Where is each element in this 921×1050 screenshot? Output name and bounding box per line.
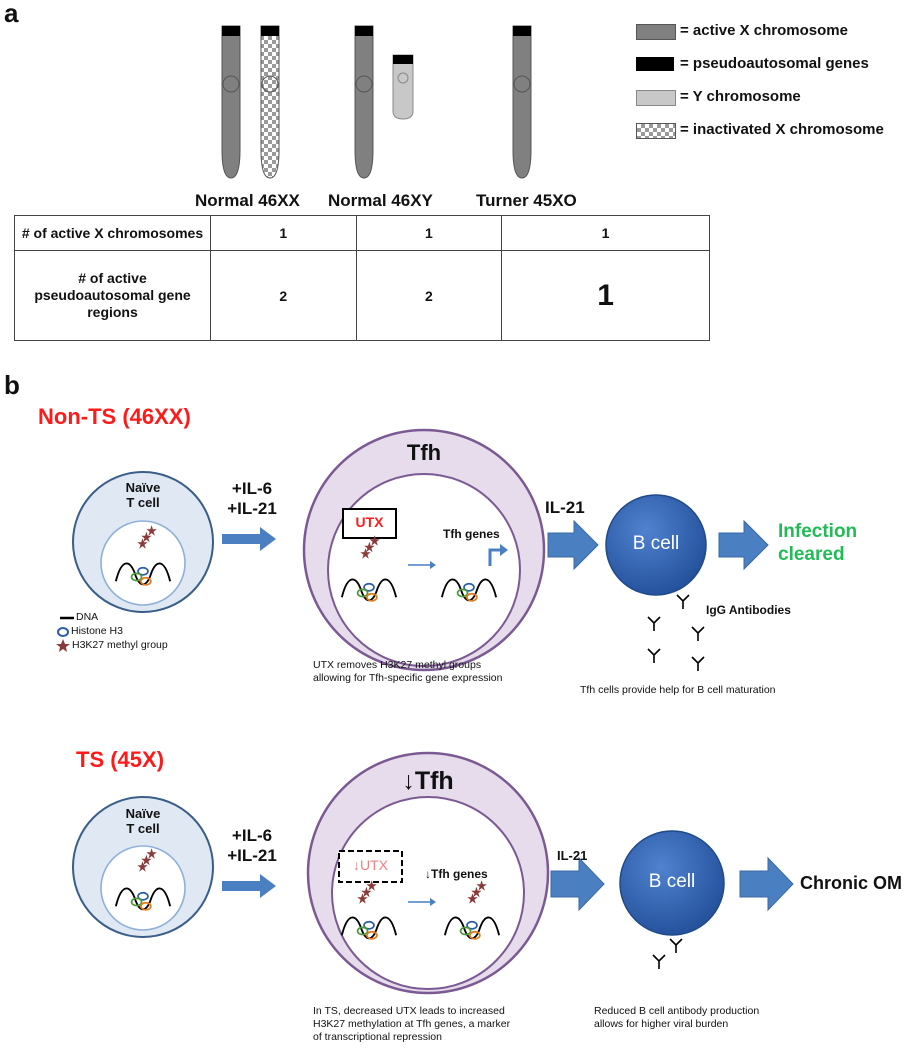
table-row: # of active X chromosomes 1 1 1 [14, 214, 710, 252]
nonts-title: Non-TS (46XX) [38, 404, 191, 429]
ts-outcome: Chronic OM [800, 873, 902, 893]
igg-antibodies-icons [647, 594, 705, 671]
nonts-igg-label: IgG Antibodies [706, 603, 791, 617]
arrow-tfh-to-bcell-nonts [547, 519, 599, 571]
ts-tfh-label: ↓Tfh [402, 767, 454, 795]
nonts-bcell-caption: Tfh cells provide help for B cell matura… [580, 684, 776, 696]
cell-46xy-par: 2 [355, 250, 503, 341]
arrow-naive-to-tfh-ts [222, 874, 276, 898]
tfh-cell-nonts [302, 428, 546, 672]
nonts-outcome: Infection cleared [778, 521, 858, 565]
legend-label-par: = pseudoautosomal genes [680, 55, 869, 72]
panel-b-letter: b [4, 370, 20, 400]
b-cell-nonts [605, 494, 707, 596]
legend: = active X chromosome = pseudoautosomal … [636, 20, 921, 150]
key-methyl-label: H3K27 methyl group [72, 639, 168, 651]
xy-y-chromosome [392, 54, 414, 120]
cell-45xo-active-x: 1 [501, 214, 710, 252]
genotype-label-46xx: Normal 46XX [195, 191, 300, 210]
reduced-antibodies-icons [652, 938, 683, 969]
arrow-bcell-to-outcome-ts [739, 856, 794, 912]
arrow-bcell-to-outcome-nonts [718, 519, 769, 571]
xx-inactivated-x-chromosome [260, 25, 280, 179]
row-header-active-x: # of active X chromosomes [14, 214, 211, 252]
ts-tfh-genes: ↓Tfh genes [425, 867, 488, 881]
legend-label-inactive: = inactivated X chromosome [680, 121, 884, 138]
arrow-naive-to-tfh-nonts [222, 527, 276, 551]
ts-naive-label: Naïve T cell [125, 806, 161, 836]
b-cell-ts [619, 830, 725, 936]
cell-46xy-active-x: 1 [355, 214, 503, 252]
ts-utx-label: ↓UTX [353, 857, 388, 873]
naive-t-cell-ts [72, 796, 214, 938]
chromosome-count-table: # of active X chromosomes 1 1 1 # of act… [14, 214, 710, 341]
tfh-cell-ts [306, 751, 550, 995]
arrow-tfh-to-bcell-ts [550, 856, 605, 912]
row-header-par: # of active pseudoautosomal gene regions [14, 250, 211, 341]
nonts-tfh-label: Tfh [406, 440, 442, 465]
table-row: # of active pseudoautosomal gene regions… [14, 250, 710, 341]
ts-tfh-caption: In TS, decreased UTX leads to increased … [313, 1005, 511, 1043]
legend-swatch-par [636, 57, 674, 71]
nonts-utx-label: UTX [355, 514, 384, 530]
chromosome-drawing [221, 25, 532, 179]
cell-46xx-par: 2 [210, 250, 357, 341]
xx-active-x-chromosome [221, 25, 241, 179]
legend-swatch-active [636, 24, 676, 40]
ts-cytokines: +IL-6 +IL-21 [227, 826, 277, 865]
naive-t-cell-nonts [72, 471, 214, 613]
ts-title: TS (45X) [76, 747, 165, 772]
cell-45xo-par: 1 [501, 250, 710, 341]
nonts-cytokines: +IL-6 +IL-21 [227, 479, 277, 518]
legend-label-active: = active X chromosome [680, 22, 848, 39]
legend-swatch-inactive [636, 123, 676, 139]
ts-bcell-caption: Reduced B cell antibody production allow… [594, 1005, 760, 1030]
key-dna-label: DNA [76, 611, 99, 623]
key-histone-label: Histone H3 [71, 625, 123, 637]
ts-bcell-label: B cell [648, 871, 696, 892]
genotype-label-45xo: Turner 45XO [476, 191, 577, 210]
legend-label-y: = Y chromosome [680, 88, 801, 105]
legend-swatch-y [636, 90, 676, 106]
nonts-tfh-genes: Tfh genes [443, 527, 500, 541]
cell-46xx-active-x: 1 [210, 214, 357, 252]
panel-a-letter: a [4, 0, 19, 28]
nonts-naive-label: Naïve T cell [125, 480, 161, 510]
symbol-key [56, 616, 74, 652]
ts-il21: IL-21 [557, 848, 588, 863]
genotype-label-46xy: Normal 46XY [328, 191, 433, 210]
nonts-tfh-caption: UTX removes H3K27 methyl groups allowing… [313, 659, 503, 684]
xo-x-chromosome [512, 25, 532, 179]
nonts-il21: IL-21 [545, 498, 585, 517]
nonts-bcell-label: B cell [632, 533, 680, 554]
xy-x-chromosome [354, 25, 374, 179]
